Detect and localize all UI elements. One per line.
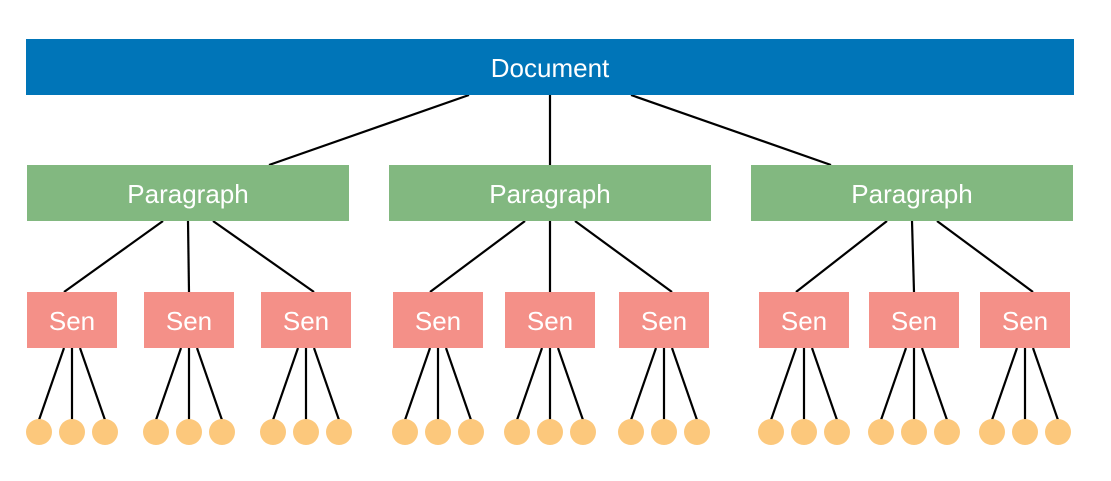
edge-sentence-2-3-to-word-1 <box>629 347 658 421</box>
sentence-node-2-1: Sen <box>393 292 483 348</box>
word-node <box>934 419 960 445</box>
edge-paragraph-1-to-sentence-2 <box>186 220 191 293</box>
sentence-node-1-1-label: Sen <box>49 306 95 336</box>
paragraph-node-3-box <box>751 165 1073 221</box>
word-node <box>758 419 784 445</box>
sentence-node-3-3-box <box>980 292 1070 348</box>
sentence-node-3-1-box <box>759 292 849 348</box>
sentence-node-2-2: Sen <box>505 292 595 348</box>
word-node <box>1045 419 1071 445</box>
paragraph-node-2: Paragraph <box>389 165 711 221</box>
word-node <box>209 419 235 445</box>
word-node <box>824 419 850 445</box>
edge-paragraph-3-to-sentence-2 <box>910 220 916 293</box>
word-node <box>26 419 52 445</box>
edge-paragraph-2-to-sentence-3 <box>574 220 673 293</box>
word-node <box>458 419 484 445</box>
sentence-node-2-3: Sen <box>619 292 709 348</box>
paragraph-node-2-box <box>389 165 711 221</box>
edge-sentence-1-1-to-word-3 <box>78 347 107 421</box>
sentence-node-1-3-box <box>261 292 351 348</box>
sentence-node-3-2-box <box>869 292 959 348</box>
word-node <box>59 419 85 445</box>
edge-sentence-2-2-to-word-1 <box>515 347 544 421</box>
sentence-node-3-1-label: Sen <box>781 306 827 336</box>
word-node <box>92 419 118 445</box>
edge-sentence-2-1-to-word-3 <box>444 347 473 421</box>
sentence-node-2-3-box <box>619 292 709 348</box>
sentence-node-1-1: Sen <box>27 292 117 348</box>
word-node <box>537 419 563 445</box>
paragraph-node-1-label: Paragraph <box>127 179 248 209</box>
word-node <box>618 419 644 445</box>
word-node <box>260 419 286 445</box>
word-node <box>901 419 927 445</box>
edge-sentence-2-3-to-word-3 <box>670 347 699 421</box>
sentence-node-2-1-label: Sen <box>415 306 461 336</box>
sentence-node-3-3: Sen <box>980 292 1070 348</box>
edge-paragraph-1-to-sentence-3 <box>212 220 315 293</box>
sentence-node-2-1-box <box>393 292 483 348</box>
edge-sentence-3-1-to-word-3 <box>810 347 839 421</box>
sentence-node-1-2-label: Sen <box>166 306 212 336</box>
word-node <box>979 419 1005 445</box>
word-node <box>504 419 530 445</box>
edge-sentence-3-2-to-word-1 <box>879 347 908 421</box>
word-node <box>392 419 418 445</box>
word-node <box>651 419 677 445</box>
sentence-node-3-3-label: Sen <box>1002 306 1048 336</box>
paragraph-node-1-box <box>27 165 349 221</box>
edge-sentence-3-3-to-word-3 <box>1031 347 1060 421</box>
word-node <box>425 419 451 445</box>
edge-sentence-1-2-to-word-1 <box>154 347 183 421</box>
sentence-node-1-3: Sen <box>261 292 351 348</box>
edge-sentence-2-1-to-word-1 <box>403 347 432 421</box>
sentence-node-1-2-box <box>144 292 234 348</box>
word-node <box>293 419 319 445</box>
edges-layer <box>37 93 1060 421</box>
edge-paragraph-3-to-sentence-1 <box>795 220 888 293</box>
paragraph-node-1: Paragraph <box>27 165 349 221</box>
edge-sentence-1-3-to-word-1 <box>271 347 300 421</box>
word-node <box>176 419 202 445</box>
document-node-label: Document <box>491 53 610 83</box>
word-node <box>570 419 596 445</box>
edge-paragraph-2-to-sentence-1 <box>429 220 526 293</box>
edge-sentence-1-1-to-word-1 <box>37 347 66 421</box>
word-node <box>326 419 352 445</box>
edge-document-to-paragraph-3 <box>630 93 832 167</box>
word-node <box>868 419 894 445</box>
word-node <box>143 419 169 445</box>
document-node-box <box>26 39 1074 95</box>
sentence-node-1-1-box <box>27 292 117 348</box>
edge-sentence-1-2-to-word-3 <box>195 347 224 421</box>
sentence-node-2-3-label: Sen <box>641 306 687 336</box>
sentence-node-3-2: Sen <box>869 292 959 348</box>
document-node: Document <box>26 39 1074 95</box>
word-node <box>684 419 710 445</box>
word-node <box>1012 419 1038 445</box>
paragraph-node-2-label: Paragraph <box>489 179 610 209</box>
edge-sentence-3-1-to-word-1 <box>769 347 798 421</box>
edge-paragraph-1-to-sentence-1 <box>63 220 164 293</box>
paragraph-node-3: Paragraph <box>751 165 1073 221</box>
sentence-node-1-2: Sen <box>144 292 234 348</box>
edge-paragraph-3-to-sentence-3 <box>936 220 1034 293</box>
sentence-node-2-2-box <box>505 292 595 348</box>
edge-sentence-1-3-to-word-3 <box>312 347 341 421</box>
sentence-node-3-2-label: Sen <box>891 306 937 336</box>
sentence-node-3-1: Sen <box>759 292 849 348</box>
paragraph-node-3-label: Paragraph <box>851 179 972 209</box>
sentence-node-2-2-label: Sen <box>527 306 573 336</box>
edge-sentence-3-2-to-word-3 <box>920 347 949 421</box>
edge-sentence-2-2-to-word-3 <box>556 347 585 421</box>
edge-document-to-paragraph-1 <box>268 93 470 167</box>
edge-sentence-3-3-to-word-1 <box>990 347 1019 421</box>
word-node <box>791 419 817 445</box>
sentence-node-1-3-label: Sen <box>283 306 329 336</box>
